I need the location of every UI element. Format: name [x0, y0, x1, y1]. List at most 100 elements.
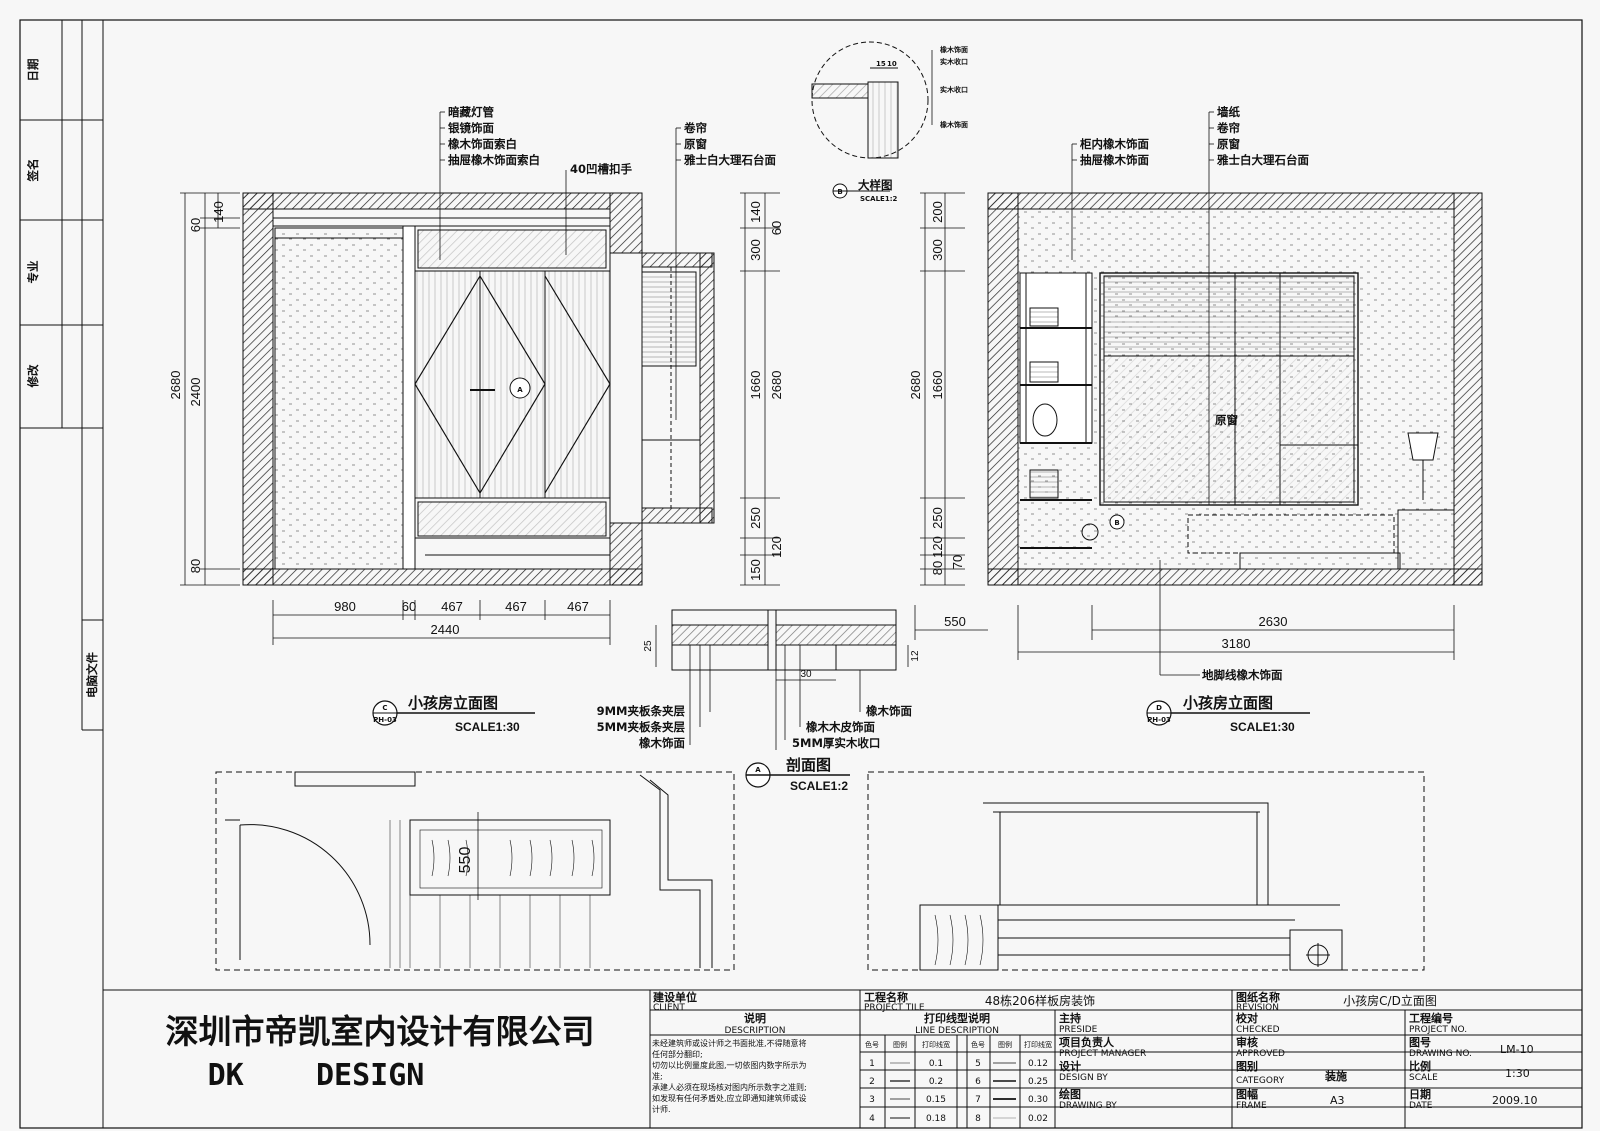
elevation-c-title-text: 小孩房立面图 — [408, 694, 498, 712]
dim-c-bottom-60: 60 — [402, 599, 416, 614]
detail-b-scale: SCALE1:2 — [860, 195, 898, 203]
category-cn: 图别 — [1236, 1059, 1258, 1073]
dim-c-left-outer: 2680 — [168, 371, 183, 400]
line-row-1-w: 0.1 — [929, 1059, 943, 1069]
scale-cn: 比例 — [1409, 1059, 1431, 1073]
line-row-2-w: 0.2 — [929, 1077, 943, 1087]
design-cn: 设计 — [1059, 1059, 1081, 1073]
section-a-callout-oak: 橡木饰面 — [639, 736, 685, 750]
desc-line-2: 任何部分翻印; — [652, 1049, 703, 1059]
elevation-d — [987, 192, 1483, 586]
project-title-en: PROJECT TILE — [864, 1003, 925, 1013]
dim-d-1660: 1660 — [930, 371, 945, 400]
desc-line-4: 准; — [652, 1071, 663, 1081]
company-name-en: DK DESIGN — [208, 1058, 425, 1093]
line-row-2-no: 2 — [869, 1077, 875, 1087]
dim-c-right-1660: 1660 — [748, 371, 763, 400]
dim-c-left-80: 80 — [188, 559, 203, 573]
revision-cn: 图纸名称 — [1236, 990, 1280, 1004]
elevation-d-title — [1146, 700, 1310, 726]
elevation-c-tag: C — [382, 704, 387, 712]
desc-label-cn: 说明 — [744, 1011, 766, 1025]
company-name-cn: 深圳市帝凯室内设计有限公司 — [166, 1012, 595, 1051]
dim-d-70: 70 — [950, 555, 965, 569]
detail-b-title — [832, 183, 890, 199]
drawing-name: 小孩房C/D立面图 — [1343, 993, 1437, 1008]
elevation-c-scale: SCALE1:30 — [455, 720, 520, 734]
callout-c-mirror: 银镜饰面 — [448, 121, 494, 135]
dim-c-left-2400: 2400 — [188, 378, 203, 407]
revision-en: REVISION — [1236, 1003, 1279, 1013]
callout-d-window: 原窗 — [1217, 137, 1240, 151]
dim-c-bottom-980: 980 — [334, 599, 356, 614]
detail-b-dim-15: 15 — [876, 60, 886, 68]
line-header-3: 打印线宽 — [922, 1040, 950, 1049]
checked-en: CHECKED — [1236, 1025, 1280, 1035]
section-a-callout-solid: 5MM厚实木收口 — [792, 736, 880, 750]
checked-cn: 校对 — [1236, 1011, 1258, 1025]
dim-d-side: 550 — [944, 614, 966, 629]
date-cn: 日期 — [1409, 1087, 1431, 1101]
elevation-d-dimensions — [914, 192, 1455, 676]
callout-d-blind: 卷帘 — [1216, 121, 1240, 135]
draw-no-val: LM-10 — [1500, 1043, 1534, 1056]
dim-d-200: 200 — [930, 201, 945, 223]
line-desc-cn: 打印线型说明 — [924, 1011, 990, 1025]
detail-b-callout-4: 橡木饰面 — [940, 120, 968, 129]
elevation-d-marker-b: B — [1114, 519, 1119, 527]
callout-d-cabinet-oak: 柜内橡木饰面 — [1079, 137, 1149, 151]
line-samples — [890, 1062, 1016, 1119]
callout-d-drawer-oak: 抽屉橡木饰面 — [1080, 153, 1149, 167]
section-a-scale: SCALE1:2 — [790, 779, 848, 793]
section-a-title — [745, 762, 850, 788]
section-a-tag: A — [755, 766, 761, 774]
dim-c-left-140: 140 — [211, 201, 226, 223]
plan-right — [867, 771, 1425, 971]
dim-c-bottom-467a: 467 — [441, 599, 463, 614]
dim-c-right-outer: 2680 — [769, 371, 784, 400]
line-row-4-w2: 0.02 — [1028, 1114, 1048, 1124]
proj-no-cn: 工程编号 — [1409, 1011, 1453, 1025]
title-block — [102, 989, 1583, 1129]
project-name: 48栋206样板房装饰 — [985, 993, 1095, 1008]
frame-val: A3 — [1330, 1094, 1345, 1107]
callout-d-marble: 雅士白大理石台面 — [1216, 153, 1309, 167]
elevation-d-scale: SCALE1:30 — [1230, 720, 1295, 734]
margin-column — [20, 20, 103, 731]
desc-line-5: 承建人必须在现场核对图内所示数字之准则; — [652, 1082, 807, 1092]
section-a — [655, 609, 909, 750]
line-desc-en: LINE DESCRIPTION — [915, 1026, 999, 1036]
section-a-callout-9mm: 9MM夹板条夹层 — [597, 704, 686, 718]
line-row-2-w2: 0.25 — [1028, 1077, 1048, 1087]
detail-b-callout-1: 橡木饰面 — [940, 45, 968, 54]
desc-line-1: 未经建筑师或设计师之书面批准,不得随意将 — [652, 1038, 807, 1048]
elevation-d-title-text: 小孩房立面图 — [1183, 694, 1273, 712]
elevation-c-leaders — [439, 111, 681, 420]
dim-c-right-120: 120 — [769, 536, 784, 558]
drawing-by-en: DRAWING BY — [1059, 1101, 1117, 1111]
client-label-en: CLIENT — [653, 1003, 685, 1013]
callout-d-wallpaper: 墙纸 — [1217, 105, 1240, 119]
dim-d-left-outer: 2680 — [908, 371, 923, 400]
callout-d-baseboard: 地脚线橡木饰面 — [1202, 668, 1283, 682]
section-a-dim-25: 25 — [643, 640, 654, 652]
elevation-d-window-label: 原窗 — [1215, 413, 1238, 427]
section-a-title-text: 剖面图 — [786, 756, 831, 774]
draw-no-en: DRAWING NO. — [1409, 1049, 1472, 1059]
design-en: DESIGN BY — [1059, 1073, 1108, 1083]
category-en: CATEGORY — [1236, 1076, 1285, 1086]
line-row-1-no: 1 — [869, 1059, 875, 1069]
scale-en: SCALE — [1409, 1073, 1438, 1083]
callout-c-hidden-light: 暗藏灯管 — [448, 105, 494, 119]
dim-c-right-150: 150 — [748, 559, 763, 581]
callout-c-drawer-oak: 抽屉橡木饰面索白 — [448, 153, 540, 167]
line-header-6: 打印线宽 — [1024, 1040, 1052, 1049]
line-row-3-w: 0.15 — [926, 1095, 946, 1105]
draw-no-cn: 图号 — [1409, 1036, 1431, 1049]
section-a-callout-oak-r: 橡木饰面 — [866, 704, 912, 718]
margin-sign: 签名 — [26, 159, 40, 183]
dim-c-right-300: 300 — [748, 239, 763, 261]
desc-label-en: DESCRIPTION — [725, 1026, 786, 1036]
